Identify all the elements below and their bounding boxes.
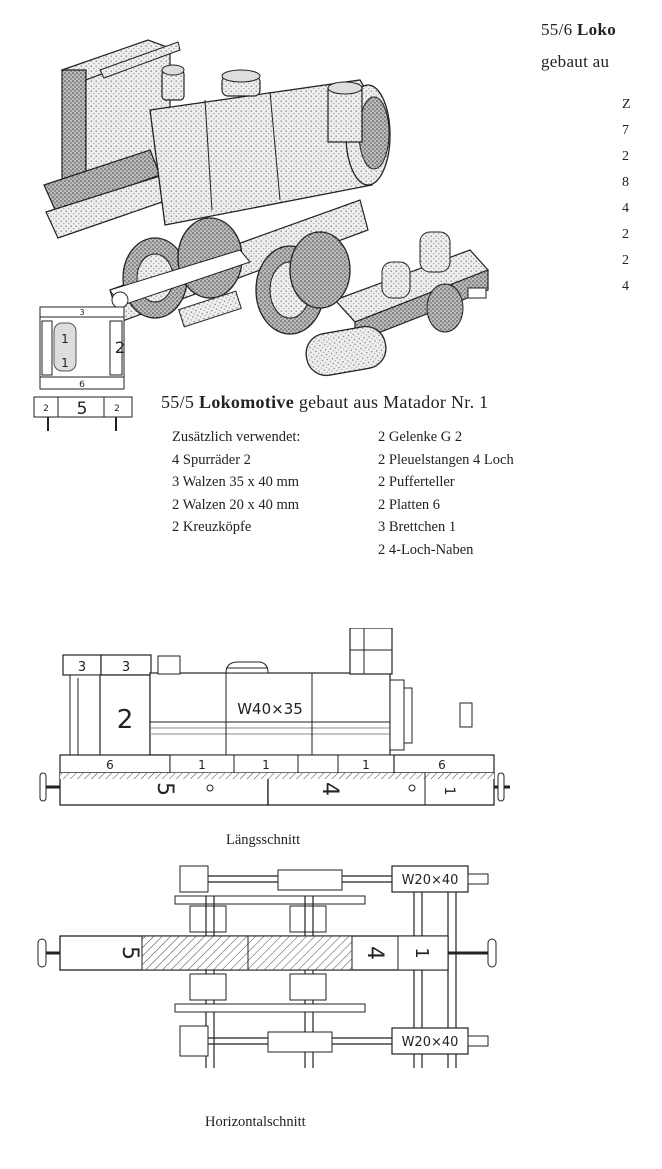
main-caption: 55/5 Lokomotive gebaut aus Matador Nr. 1 [161, 392, 488, 413]
fragment: Z [622, 97, 631, 112]
list-item: 2 Pufferteller [378, 474, 455, 490]
small-label-3: 3 [79, 308, 84, 317]
fragment: 2 [622, 149, 629, 164]
longitudinal-section: 3 3 2 W40×35 6 1 1 1 6 5 4 1 [39, 628, 510, 806]
horizontal-section: W20×40 W20×40 5 4 1 [37, 865, 497, 1068]
small-label-2r: 2 [114, 404, 120, 414]
small-label-5: 5 [77, 399, 88, 419]
laengs-label-5: 5 [152, 782, 177, 796]
list-item: 3 Walzen 35 x 40 mm [172, 474, 300, 490]
figure-caption-longitudinal: Längsschnitt [226, 832, 301, 848]
small-section-diagram: 3 1 1 2 6 5 2 2 [33, 306, 133, 431]
horiz-label-4: 4 [362, 946, 387, 960]
laengs-label-6a: 6 [106, 758, 114, 772]
caption-rest: gebaut aus Matador Nr. 1 [298, 392, 489, 412]
caption-number: 55/6 [541, 20, 573, 39]
horiz-label-1: 1 [411, 947, 432, 958]
laengs-label-1c: 1 [362, 758, 370, 772]
fragment: 2 [622, 227, 629, 242]
list-item: 2 Kreuzköpfe [172, 519, 252, 535]
laengs-label-boiler: W40×35 [237, 700, 303, 718]
locomotive-illustration [43, 39, 490, 377]
laengs-label-2: 2 [117, 705, 134, 735]
parts-heading: Zusätzlich verwendet: [172, 429, 301, 445]
list-item: 2 Pleuelstangen 4 Loch [378, 451, 514, 468]
list-item: 4 Spurräder 2 [172, 451, 251, 468]
laengs-label-3b: 3 [122, 660, 130, 675]
small-label-1b: 1 [61, 356, 69, 370]
laengs-label-4: 4 [317, 782, 342, 796]
caption-bold-word: Loko [577, 20, 616, 39]
truncated-parts-list: Z 7 2 8 4 2 2 4 [622, 92, 631, 300]
laengs-label-1-end: 1 [441, 787, 457, 796]
fragment: 7 [622, 123, 629, 138]
small-label-2l: 2 [43, 404, 49, 414]
list-item: 2 4-Loch-Naben [378, 541, 474, 558]
list-item: 2 Platten 6 [378, 496, 441, 513]
fragment: 8 [622, 175, 629, 190]
small-label-1a: 1 [61, 332, 69, 346]
truncated-caption: 55/6 Loko gebaut au [541, 14, 616, 78]
caption-title: Lokomotive [199, 392, 295, 412]
fragment: 2 [622, 253, 629, 268]
list-item: 3 Brettchen 1 [378, 519, 457, 535]
caption-number: 55/5 [161, 392, 195, 412]
laengs-label-1a: 1 [198, 758, 206, 772]
laengs-label-1b: 1 [262, 758, 270, 772]
list-item: 2 Walzen 20 x 40 mm [172, 496, 300, 513]
small-label-6: 6 [79, 380, 85, 390]
fragment: 4 [622, 279, 629, 294]
laengs-label-3a: 3 [78, 660, 86, 675]
list-item: 2 Gelenke G 2 [378, 429, 463, 445]
figure-caption-horizontal: Horizontalschnitt [205, 1114, 306, 1130]
parts-list-right: 2 Gelenke G 2 2 Pleuelstangen 4 Loch 2 P… [378, 426, 514, 561]
horiz-label-5: 5 [117, 946, 142, 960]
small-label-2: 2 [115, 338, 125, 357]
horiz-label-roller-top: W20×40 [402, 873, 459, 888]
fragment: 4 [622, 201, 629, 216]
caption-line2: gebaut au [541, 52, 610, 71]
laengs-label-6b: 6 [438, 758, 446, 772]
parts-list-left: Zusätzlich verwendet: 4 Spurräder 2 3 Wa… [172, 426, 300, 539]
horiz-label-roller-bottom: W20×40 [402, 1035, 459, 1050]
